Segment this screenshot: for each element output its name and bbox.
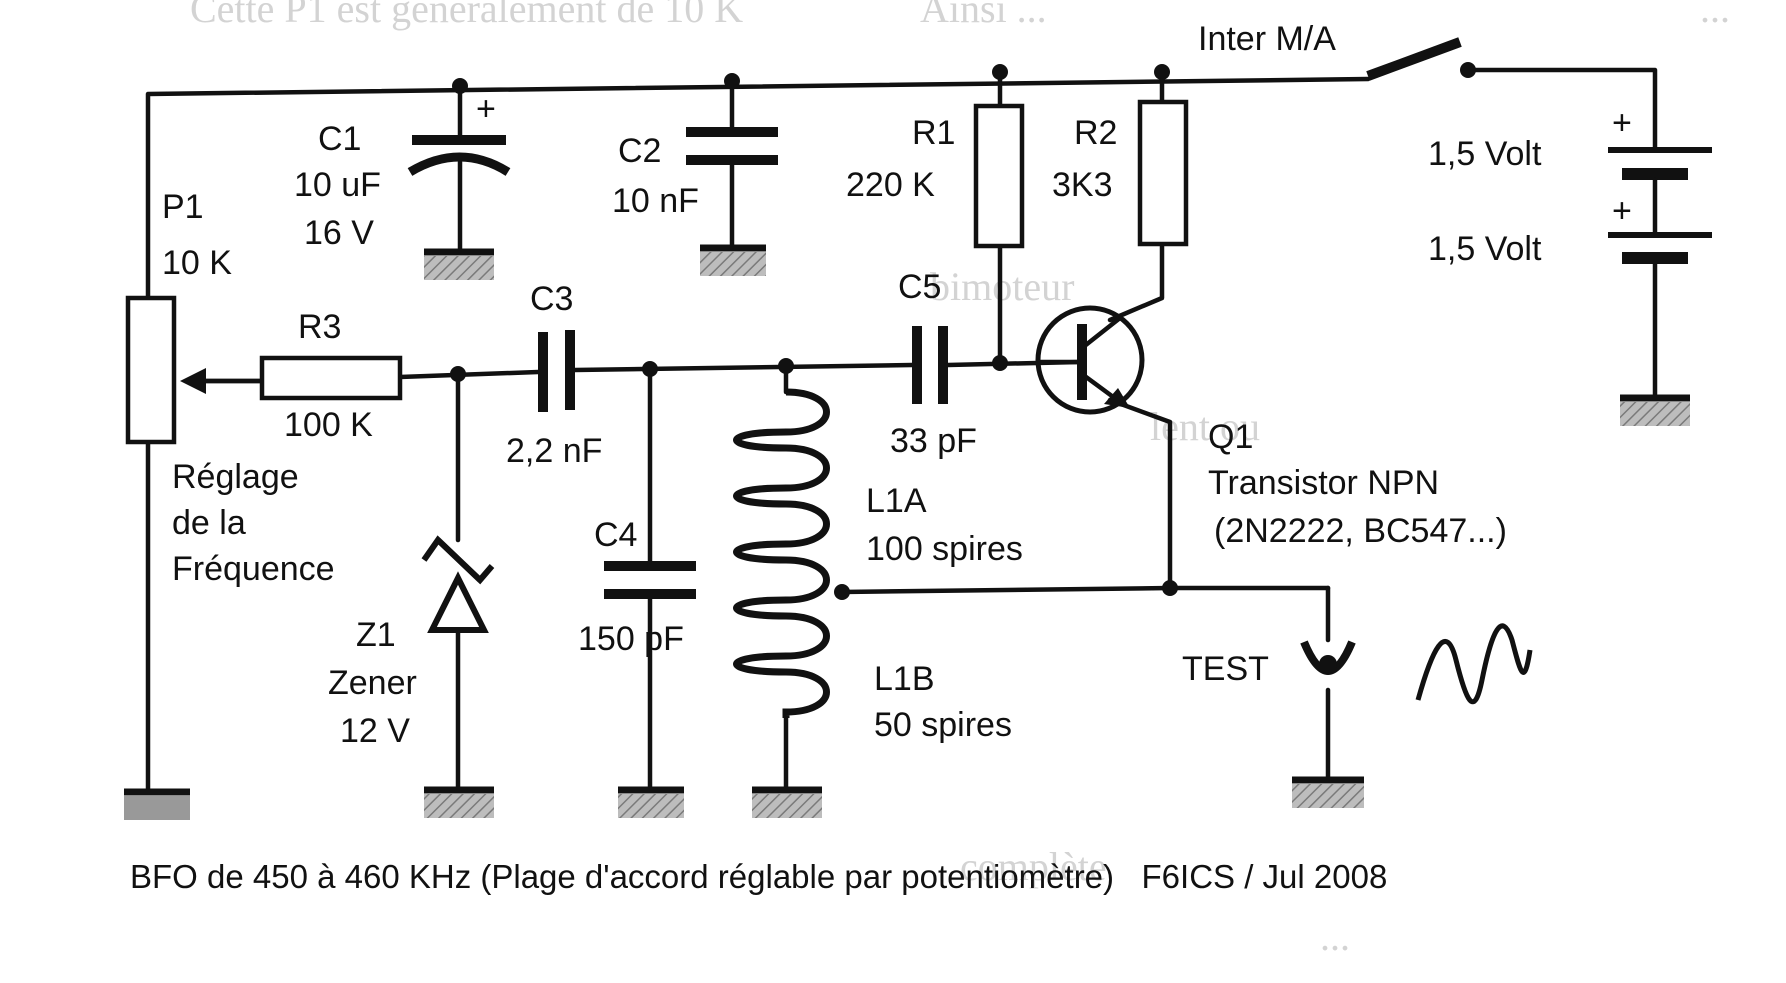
c3-value: 2,2 nF (506, 432, 602, 470)
resistor-r3: R3 100 K (259, 308, 403, 444)
battery-2-label: 1,5 Volt (1428, 230, 1542, 268)
ground-icon (424, 786, 494, 818)
wires (145, 67, 1658, 793)
z1-type: Zener (328, 664, 417, 702)
resistor-r2: R2 3K3 (1052, 99, 1189, 247)
battery-1-label: 1,5 Volt (1428, 135, 1542, 173)
capacitor-c4: C4 150 pF (578, 516, 696, 658)
capacitor-c3: C3 2,2 nF (506, 280, 602, 470)
battery-2-plus: + (1612, 192, 1632, 230)
caption: BFO de 450 à 460 KHz (Plage d'accord rég… (130, 858, 1387, 895)
battery-2: + 1,5 Volt (1428, 192, 1712, 268)
c1-plus: + (476, 90, 496, 128)
r1-value: 220 K (846, 166, 935, 204)
potentiometer-p1: P1 10 K Réglage de la Fréquence (125, 188, 335, 588)
r2-name: R2 (1074, 114, 1117, 152)
ground-icon (1620, 394, 1690, 426)
capacitor-c5: C5 33 pF (890, 268, 977, 460)
svg-text:Ainsi ...: Ainsi ... (920, 0, 1047, 31)
c2-name: C2 (618, 132, 661, 170)
svg-text:...: ... (1320, 914, 1350, 959)
zener-z1: Z1 Zener 12 V (328, 535, 495, 750)
c4-name: C4 (594, 516, 637, 554)
l1a-name: L1A (866, 482, 927, 520)
switch-label: Inter M/A (1198, 20, 1336, 58)
test-point: TEST (1182, 640, 1356, 688)
ground-icon (618, 786, 684, 818)
transistor-q1: Q1 Transistor NPN (2N2222, BC547...) (1035, 305, 1507, 550)
freq-label-line1: Réglage (172, 458, 299, 496)
l1a-turns: 100 spires (866, 530, 1023, 568)
capacitor-c1: + C1 10 uF 16 V (294, 90, 511, 252)
junction-dots (450, 64, 1178, 600)
z1-value: 12 V (340, 712, 410, 750)
r3-name: R3 (298, 308, 341, 346)
l1b-turns: 50 spires (874, 706, 1012, 744)
svg-text:Cette P1 est généralement de 1: Cette P1 est généralement de 10 K (190, 0, 743, 31)
power-switch: Inter M/A (1198, 20, 1476, 81)
inductor-l1: L1A 100 spires L1B 50 spires (733, 388, 1023, 744)
q1-parts: (2N2222, BC547...) (1214, 512, 1507, 550)
c5-value: 33 pF (890, 422, 977, 460)
c2-value: 10 nF (612, 182, 699, 220)
ground-icon (124, 788, 190, 820)
c1-value: 10 uF (294, 166, 381, 204)
ground-icon (752, 786, 822, 818)
sine-wave-icon (1415, 623, 1533, 705)
resistor-r1: R1 220 K (846, 103, 1025, 249)
l1b-name: L1B (874, 660, 935, 698)
c4-value: 150 pF (578, 620, 684, 658)
r2-value: 3K3 (1052, 166, 1113, 204)
test-label: TEST (1182, 650, 1269, 688)
svg-text:complète: complète (960, 844, 1107, 889)
r1-name: R1 (912, 114, 955, 152)
c3-name: C3 (530, 280, 573, 318)
svg-text:...: ... (1700, 0, 1730, 31)
ground-icon (424, 248, 494, 280)
ground-symbols (124, 244, 1690, 820)
battery-1-plus: + (1612, 104, 1632, 142)
q1-type: Transistor NPN (1208, 464, 1439, 502)
capacitor-c2: C2 10 nF (612, 127, 778, 220)
ground-icon (1292, 776, 1364, 808)
z1-name: Z1 (356, 616, 396, 654)
c1-voltage: 16 V (304, 214, 374, 252)
q1-name: Q1 (1208, 418, 1253, 456)
battery-1: + 1,5 Volt (1428, 104, 1712, 180)
freq-label-line2: de la (172, 504, 246, 542)
p1-name: P1 (162, 188, 204, 226)
r3-value: 100 K (284, 406, 373, 444)
p1-value: 10 K (162, 244, 232, 282)
c5-name: C5 (898, 268, 941, 306)
freq-label-line3: Fréquence (172, 550, 335, 588)
ground-icon (700, 244, 766, 276)
c1-name: C1 (318, 120, 361, 158)
